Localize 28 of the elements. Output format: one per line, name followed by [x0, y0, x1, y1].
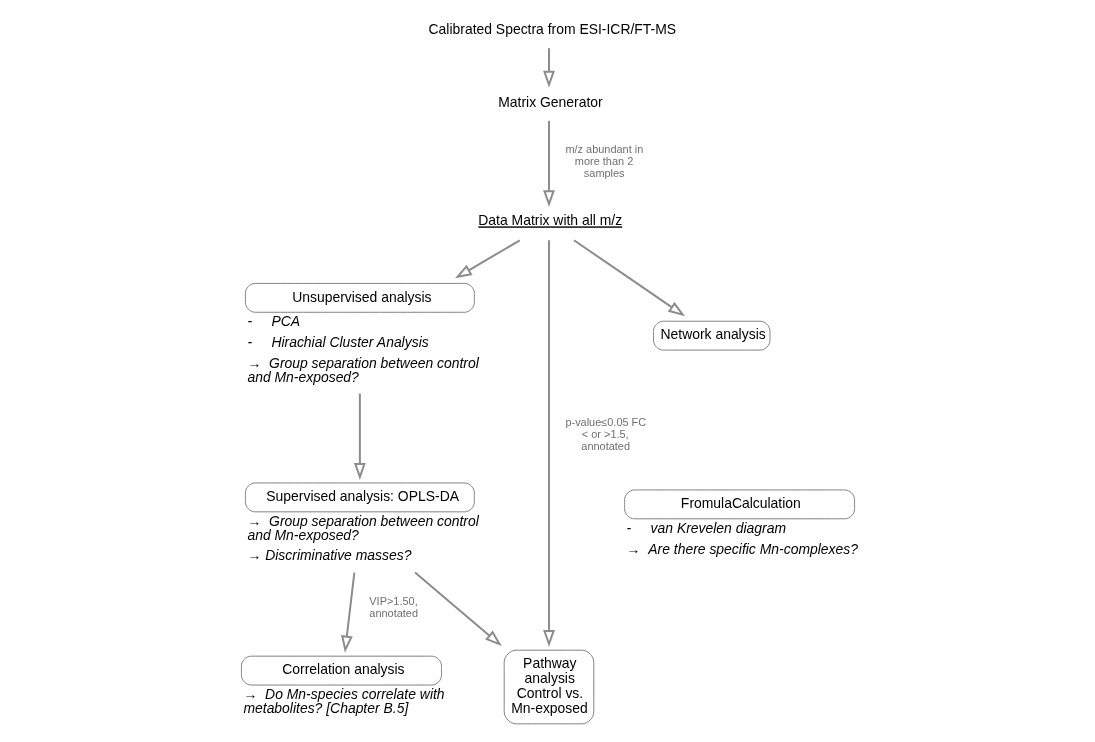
- node-box: FromulaCalculation: [624, 489, 856, 520]
- node-label: → Are there specific Mn-complexes?: [626, 540, 858, 557]
- node-text: Matrix Generator: [498, 93, 603, 110]
- node-text: Data Matrix with all m/z: [478, 212, 623, 229]
- node-label: - Hirachial Cluster Analysis: [247, 334, 429, 351]
- arrow: [573, 239, 686, 317]
- node-label: - PCA: [247, 313, 301, 330]
- node-label: → Do Mn-species correlate with metabolites? [Chapter B.5]: [243, 686, 445, 717]
- node-box: Supervised analysis: OPLS-DA: [244, 482, 475, 513]
- arrow: [543, 119, 555, 208]
- node-text: Calibrated Spectra from ESI-ICR/FT-MS: [428, 21, 677, 38]
- node-label: → Discriminative masses?: [247, 546, 412, 563]
- arrow: [543, 47, 555, 88]
- node-label: → Group separation between control and Mn-exposed?: [247, 355, 479, 386]
- node-label: - van Krevelen diagram: [626, 519, 787, 536]
- node-box: Correlation analysis: [240, 655, 442, 686]
- edge-label: m/z abundant in more than 2 samples: [565, 143, 644, 180]
- arrow: [455, 239, 521, 279]
- arrow: [341, 571, 356, 653]
- node-label: → Group separation between control and Mn-exposed?: [247, 512, 479, 543]
- node-box: Pathway analysis Control vs. Mn-exposed: [503, 649, 595, 725]
- node-box: Network analysis: [653, 320, 771, 351]
- edge-label: VIP>1.50, annotated: [369, 595, 419, 620]
- node-box: Unsupervised analysis: [244, 282, 475, 313]
- arrow: [543, 239, 555, 648]
- edge-label: p-value≤0.05 FC < or >1.5, annotated: [565, 416, 647, 452]
- arrow: [353, 392, 366, 480]
- arrow: [414, 571, 502, 647]
